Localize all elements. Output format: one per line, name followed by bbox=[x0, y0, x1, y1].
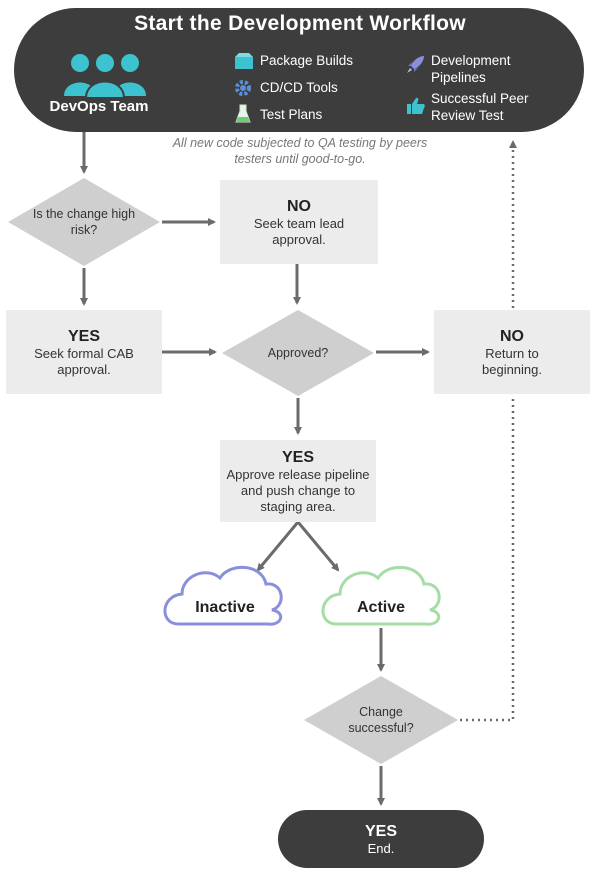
yes-release-text: Approve release pipeline and push change… bbox=[226, 466, 370, 514]
approved-decision-label: Approved? bbox=[267, 346, 329, 360]
yes-release-heading: YES bbox=[281, 448, 314, 466]
end-heading: YES bbox=[364, 822, 397, 840]
risk-decision-label: Is the change high risk? bbox=[32, 207, 136, 237]
yes-cab-heading: YES bbox=[67, 327, 100, 345]
risk-diamond bbox=[8, 178, 160, 266]
end-pill: YES End. bbox=[278, 810, 484, 868]
approved-diamond bbox=[222, 310, 374, 396]
inactive-label: Inactive bbox=[195, 599, 255, 616]
active-label: Active bbox=[356, 599, 406, 616]
dotted-success-to-return bbox=[460, 398, 515, 722]
thumbs-up-icon bbox=[407, 97, 425, 114]
rocket-icon bbox=[407, 56, 424, 73]
inactive-cloud bbox=[163, 565, 283, 626]
qa-note: All new code subjected to QA testing by … bbox=[172, 136, 428, 166]
package-icon bbox=[235, 53, 253, 69]
yes-cab-box: YES Seek formal CAB approval. bbox=[6, 310, 162, 394]
legend-development-pipelines: Development Pipelines bbox=[431, 53, 511, 85]
arrow-release-to-active bbox=[296, 521, 340, 572]
active-cloud bbox=[321, 565, 441, 626]
legend-cd-tools: CD/CD Tools bbox=[260, 80, 338, 95]
no-team-lead-heading: NO bbox=[287, 197, 311, 215]
legend-package-builds: Package Builds bbox=[260, 53, 354, 68]
yes-release-box: YES Approve release pipeline and push ch… bbox=[220, 440, 376, 522]
yes-cab-text: Seek formal CAB approval. bbox=[34, 345, 134, 377]
legend-peer-review: Successful Peer Review Test bbox=[431, 91, 529, 123]
gear-icon bbox=[235, 80, 251, 96]
flask-icon bbox=[235, 104, 251, 123]
end-text: End. bbox=[367, 840, 395, 856]
team-icon bbox=[64, 52, 146, 98]
workflow-title: Start the Development Workflow bbox=[134, 12, 466, 35]
arrow-release-to-inactive bbox=[256, 521, 300, 572]
success-decision-label: Change successful? bbox=[348, 705, 414, 735]
no-team-lead-box: NO Seek team lead approval. bbox=[220, 180, 378, 264]
no-return-box: NO Return to beginning. bbox=[434, 310, 590, 394]
no-return-text: Return to beginning. bbox=[482, 345, 542, 377]
no-return-heading: NO bbox=[500, 327, 524, 345]
success-diamond bbox=[304, 676, 458, 764]
team-label: DevOps Team bbox=[49, 98, 149, 115]
no-team-lead-text: Seek team lead approval. bbox=[253, 215, 345, 247]
legend-test-plans: Test Plans bbox=[260, 107, 323, 122]
